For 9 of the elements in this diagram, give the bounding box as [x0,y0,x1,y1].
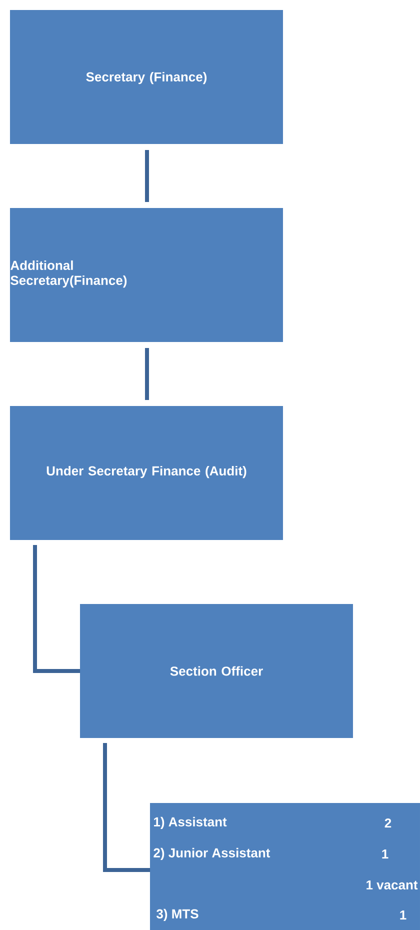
connector-line [103,743,150,872]
org-box: Additional Secretary(Finance) [10,208,283,342]
org-box: Secretary (Finance) [10,10,283,144]
org-box: 1) Assistant 2 2) Junior Assistant 1 1 vacant 3) MTS 1 [150,803,420,930]
connector-line [145,150,149,202]
connector-line [145,348,149,400]
org-box: Section Officer [80,604,353,738]
org-box: Under Secretary Finance (Audit) [10,406,283,540]
connector-line [33,545,80,673]
